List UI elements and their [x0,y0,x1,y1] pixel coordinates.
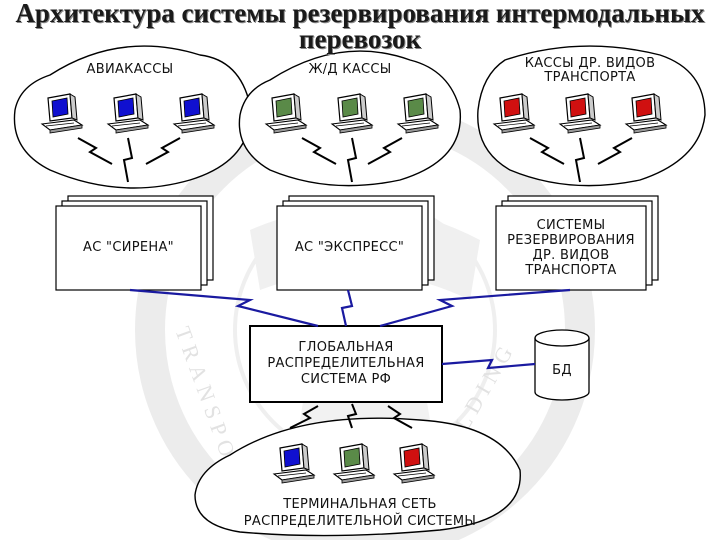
link-global-to-db [441,358,536,370]
system-box-other [495,195,659,291]
link-sirena-to-global [129,288,319,328]
lightning-rail [301,137,403,183]
terminal-icon [392,443,436,484]
lightning-avia [77,137,181,183]
system-label-express: АС "ЭКСПРЕСС" [294,240,405,255]
terminal-icon [492,93,536,134]
terminal-icon [272,443,316,484]
terminal-icon [106,93,150,134]
terminal-network-label: ТЕРМИНАЛЬНАЯ СЕТЬ РАСПРЕДЕЛИТЕЛЬНОЙ СИСТ… [243,497,477,529]
cloud-label-avia: АВИАКАССЫ [86,62,174,77]
terminal-icon [624,93,668,134]
terminal-icon [558,93,602,134]
lightning-terminal [289,403,413,429]
system-label-other: СИСТЕМЫ РЕЗЕРВИРОВАНИЯ ДР. ВИДОВ ТРАНСПО… [507,218,635,278]
terminal-icon [264,93,308,134]
link-other-to-global [379,288,571,328]
diagram-title-line2: перевозок [298,24,422,54]
terminal-icon [396,93,440,134]
link-express-to-global [340,289,354,327]
system-label-sirena: АС "СИРЕНА" [83,240,174,255]
global-system-label: ГЛОБАЛЬНАЯ РАСПРЕДЕЛИТЕЛЬНАЯ СИСТЕМА РФ [267,340,425,387]
database-label: БД [552,363,572,378]
terminal-icon [172,93,216,134]
terminal-icon [330,93,374,134]
diagram-title-line1: Архитектура системы резервирования интер… [15,0,705,28]
lightning-other [529,137,633,183]
database-cylinder [534,329,590,401]
cloud-label-other: КАССЫ ДР. ВИДОВ ТРАНСПОРТА [524,56,656,85]
terminal-icon [40,93,84,134]
cloud-label-rail: Ж/Д КАССЫ [308,62,392,77]
system-box-sirena [55,195,214,291]
system-box-express [276,195,435,291]
terminal-icon [332,443,376,484]
